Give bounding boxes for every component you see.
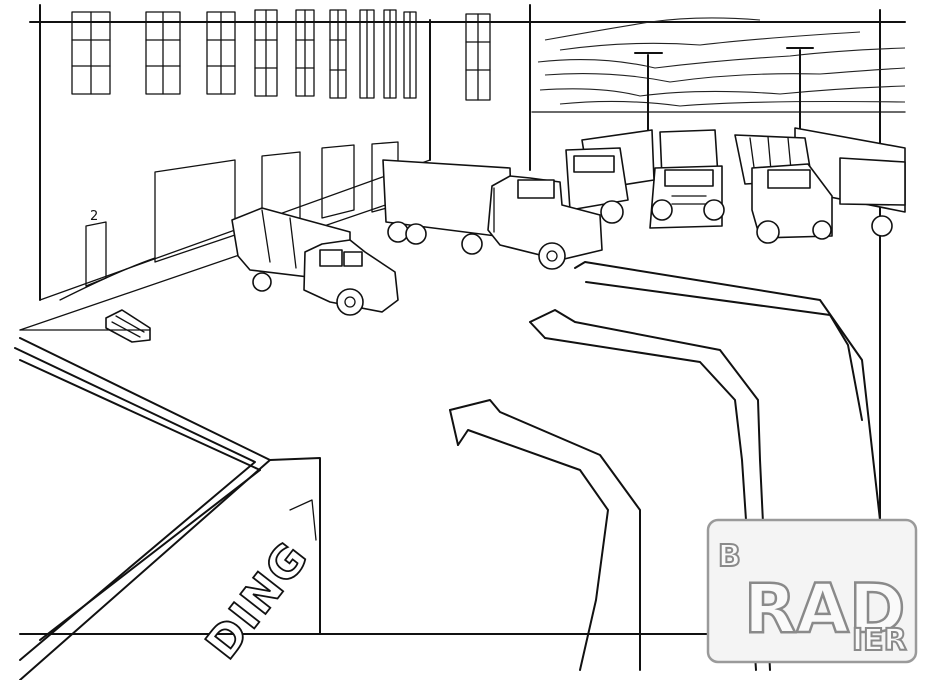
door-number: 2 — [90, 209, 98, 224]
artist-watermark: B RAD IER — [706, 518, 918, 664]
semi-truck — [382, 159, 603, 270]
foreground-building: DING — [14, 337, 321, 680]
truck-parked-center — [649, 129, 725, 229]
warehouse-building: 2 — [19, 4, 531, 343]
truck-parked-canvas — [734, 134, 833, 244]
watermark-letters-ier: IER — [852, 623, 907, 658]
truck-parked-left — [565, 129, 655, 224]
watermark-letters-rad: RAD — [744, 570, 905, 649]
stairs — [105, 309, 151, 343]
truck-canvas-front — [231, 207, 399, 316]
watermark-letter-b: B — [718, 539, 741, 574]
side-door: 2 — [85, 209, 107, 287]
sky-clouds — [531, 17, 906, 113]
upper-windows — [71, 9, 491, 101]
building-sign-text: DING — [196, 532, 319, 669]
